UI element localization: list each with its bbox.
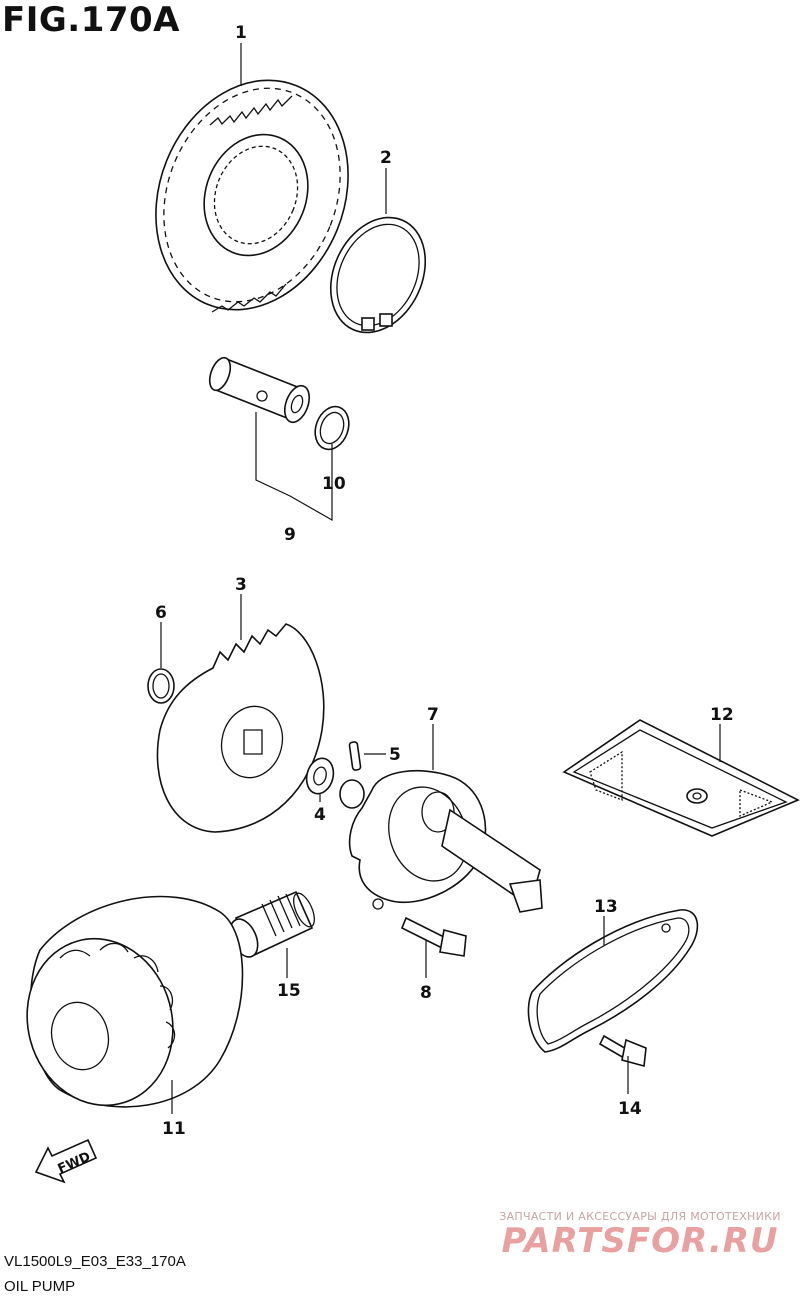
part-8-bolt[interactable]: [400, 916, 467, 957]
watermark-logo: PARTSFOR.RU: [501, 1221, 779, 1261]
watermark-tagline: ЗАПЧАСТИ И АКСЕССУАРЫ ДЛЯ МОТОТЕХНИКИ: [499, 1210, 781, 1223]
figure-subtitle: OIL PUMP: [4, 1278, 76, 1295]
part-12-oil-strainer[interactable]: [562, 719, 800, 837]
part-10-o-ring[interactable]: [309, 402, 354, 454]
part-5-pin[interactable]: [348, 741, 362, 771]
callout-2: 2: [380, 148, 392, 168]
figure-code: VL1500L9_E03_E33_170A: [4, 1253, 186, 1270]
callout-14: 14: [618, 1099, 642, 1119]
part-1-driven-gear[interactable]: [122, 51, 381, 339]
part-11-oil-filter[interactable]: [9, 895, 244, 1122]
part-14-bolt[interactable]: [598, 1034, 647, 1068]
part-2-circlip[interactable]: [313, 202, 443, 348]
fwd-arrow-icon: FWD: [34, 1138, 98, 1184]
callout-6: 6: [155, 603, 167, 623]
part-3-drive-gear[interactable]: [156, 623, 325, 833]
callout-11: 11: [162, 1119, 186, 1139]
callout-1: 1: [235, 23, 247, 43]
callout-7: 7: [427, 705, 439, 725]
callout-12: 12: [710, 705, 734, 725]
callout-4: 4: [314, 805, 326, 825]
part-7-oil-pump[interactable]: [339, 770, 543, 913]
callout-9: 9: [284, 525, 296, 545]
callout-13: 13: [594, 897, 618, 917]
callout-5: 5: [389, 745, 401, 765]
callout-8: 8: [420, 983, 432, 1003]
part-4-washer[interactable]: [303, 755, 337, 797]
callout-3: 3: [235, 575, 247, 595]
part-6-circlip[interactable]: [147, 668, 175, 704]
callout-15: 15: [277, 981, 301, 1001]
leader-lines: [160, 43, 721, 1114]
part-9-shaft[interactable]: [206, 355, 314, 426]
callout-10: 10: [322, 474, 346, 494]
figure-title: FIG.170A: [2, 0, 180, 40]
part-13-gasket[interactable]: [527, 909, 699, 1053]
